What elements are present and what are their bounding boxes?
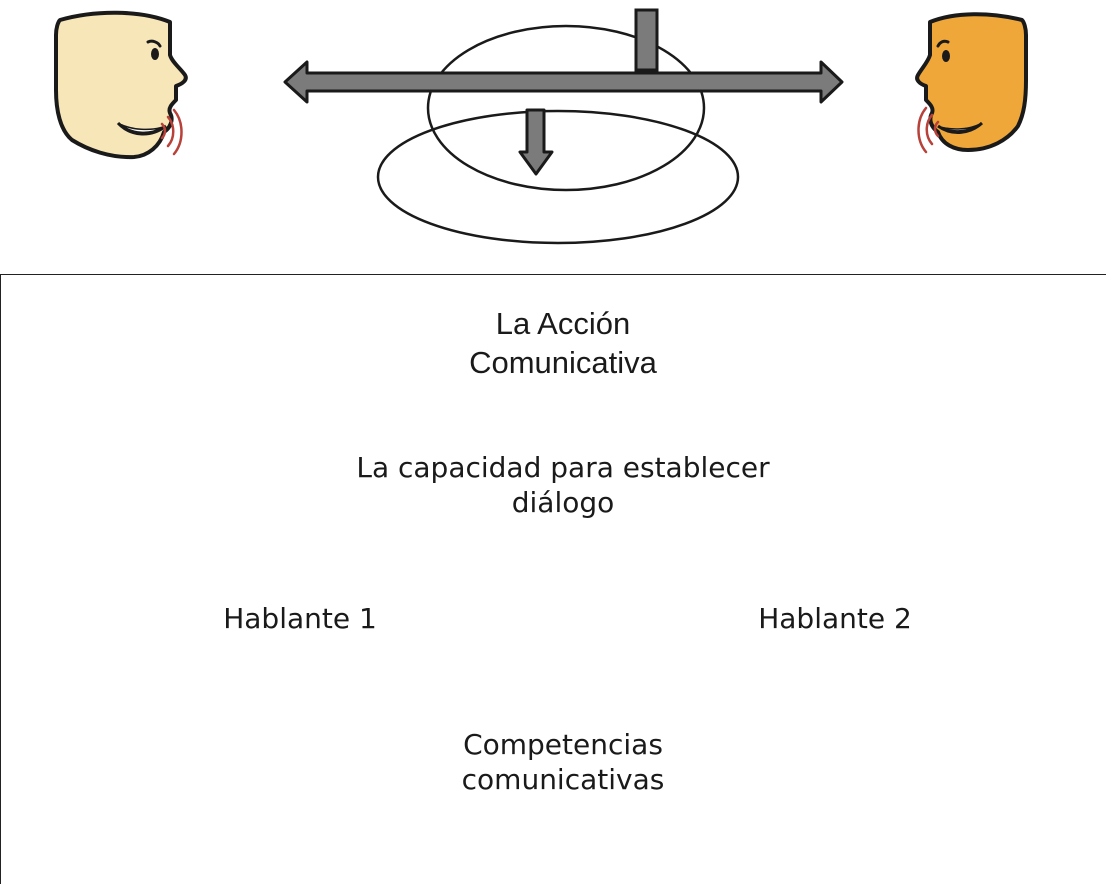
speaker-left-face-icon xyxy=(54,10,188,160)
speaker-left-label: Hablante 1 xyxy=(223,602,377,635)
down-arrow-icon xyxy=(518,108,554,176)
speaker-right-label: Hablante 2 xyxy=(758,602,912,635)
diagram-title: La Acción Comunicativa xyxy=(469,306,657,380)
upper-ellipse xyxy=(426,24,706,192)
text-box xyxy=(0,274,1106,884)
speaker-right-face-icon xyxy=(915,12,1028,154)
vertical-bar xyxy=(634,8,659,72)
double-arrow-icon xyxy=(283,60,844,104)
lower-ellipse xyxy=(376,109,740,245)
capacity-label: La capacidad para establecer diálogo xyxy=(356,451,770,519)
competencies-label: Competencias comunicativas xyxy=(461,728,665,796)
